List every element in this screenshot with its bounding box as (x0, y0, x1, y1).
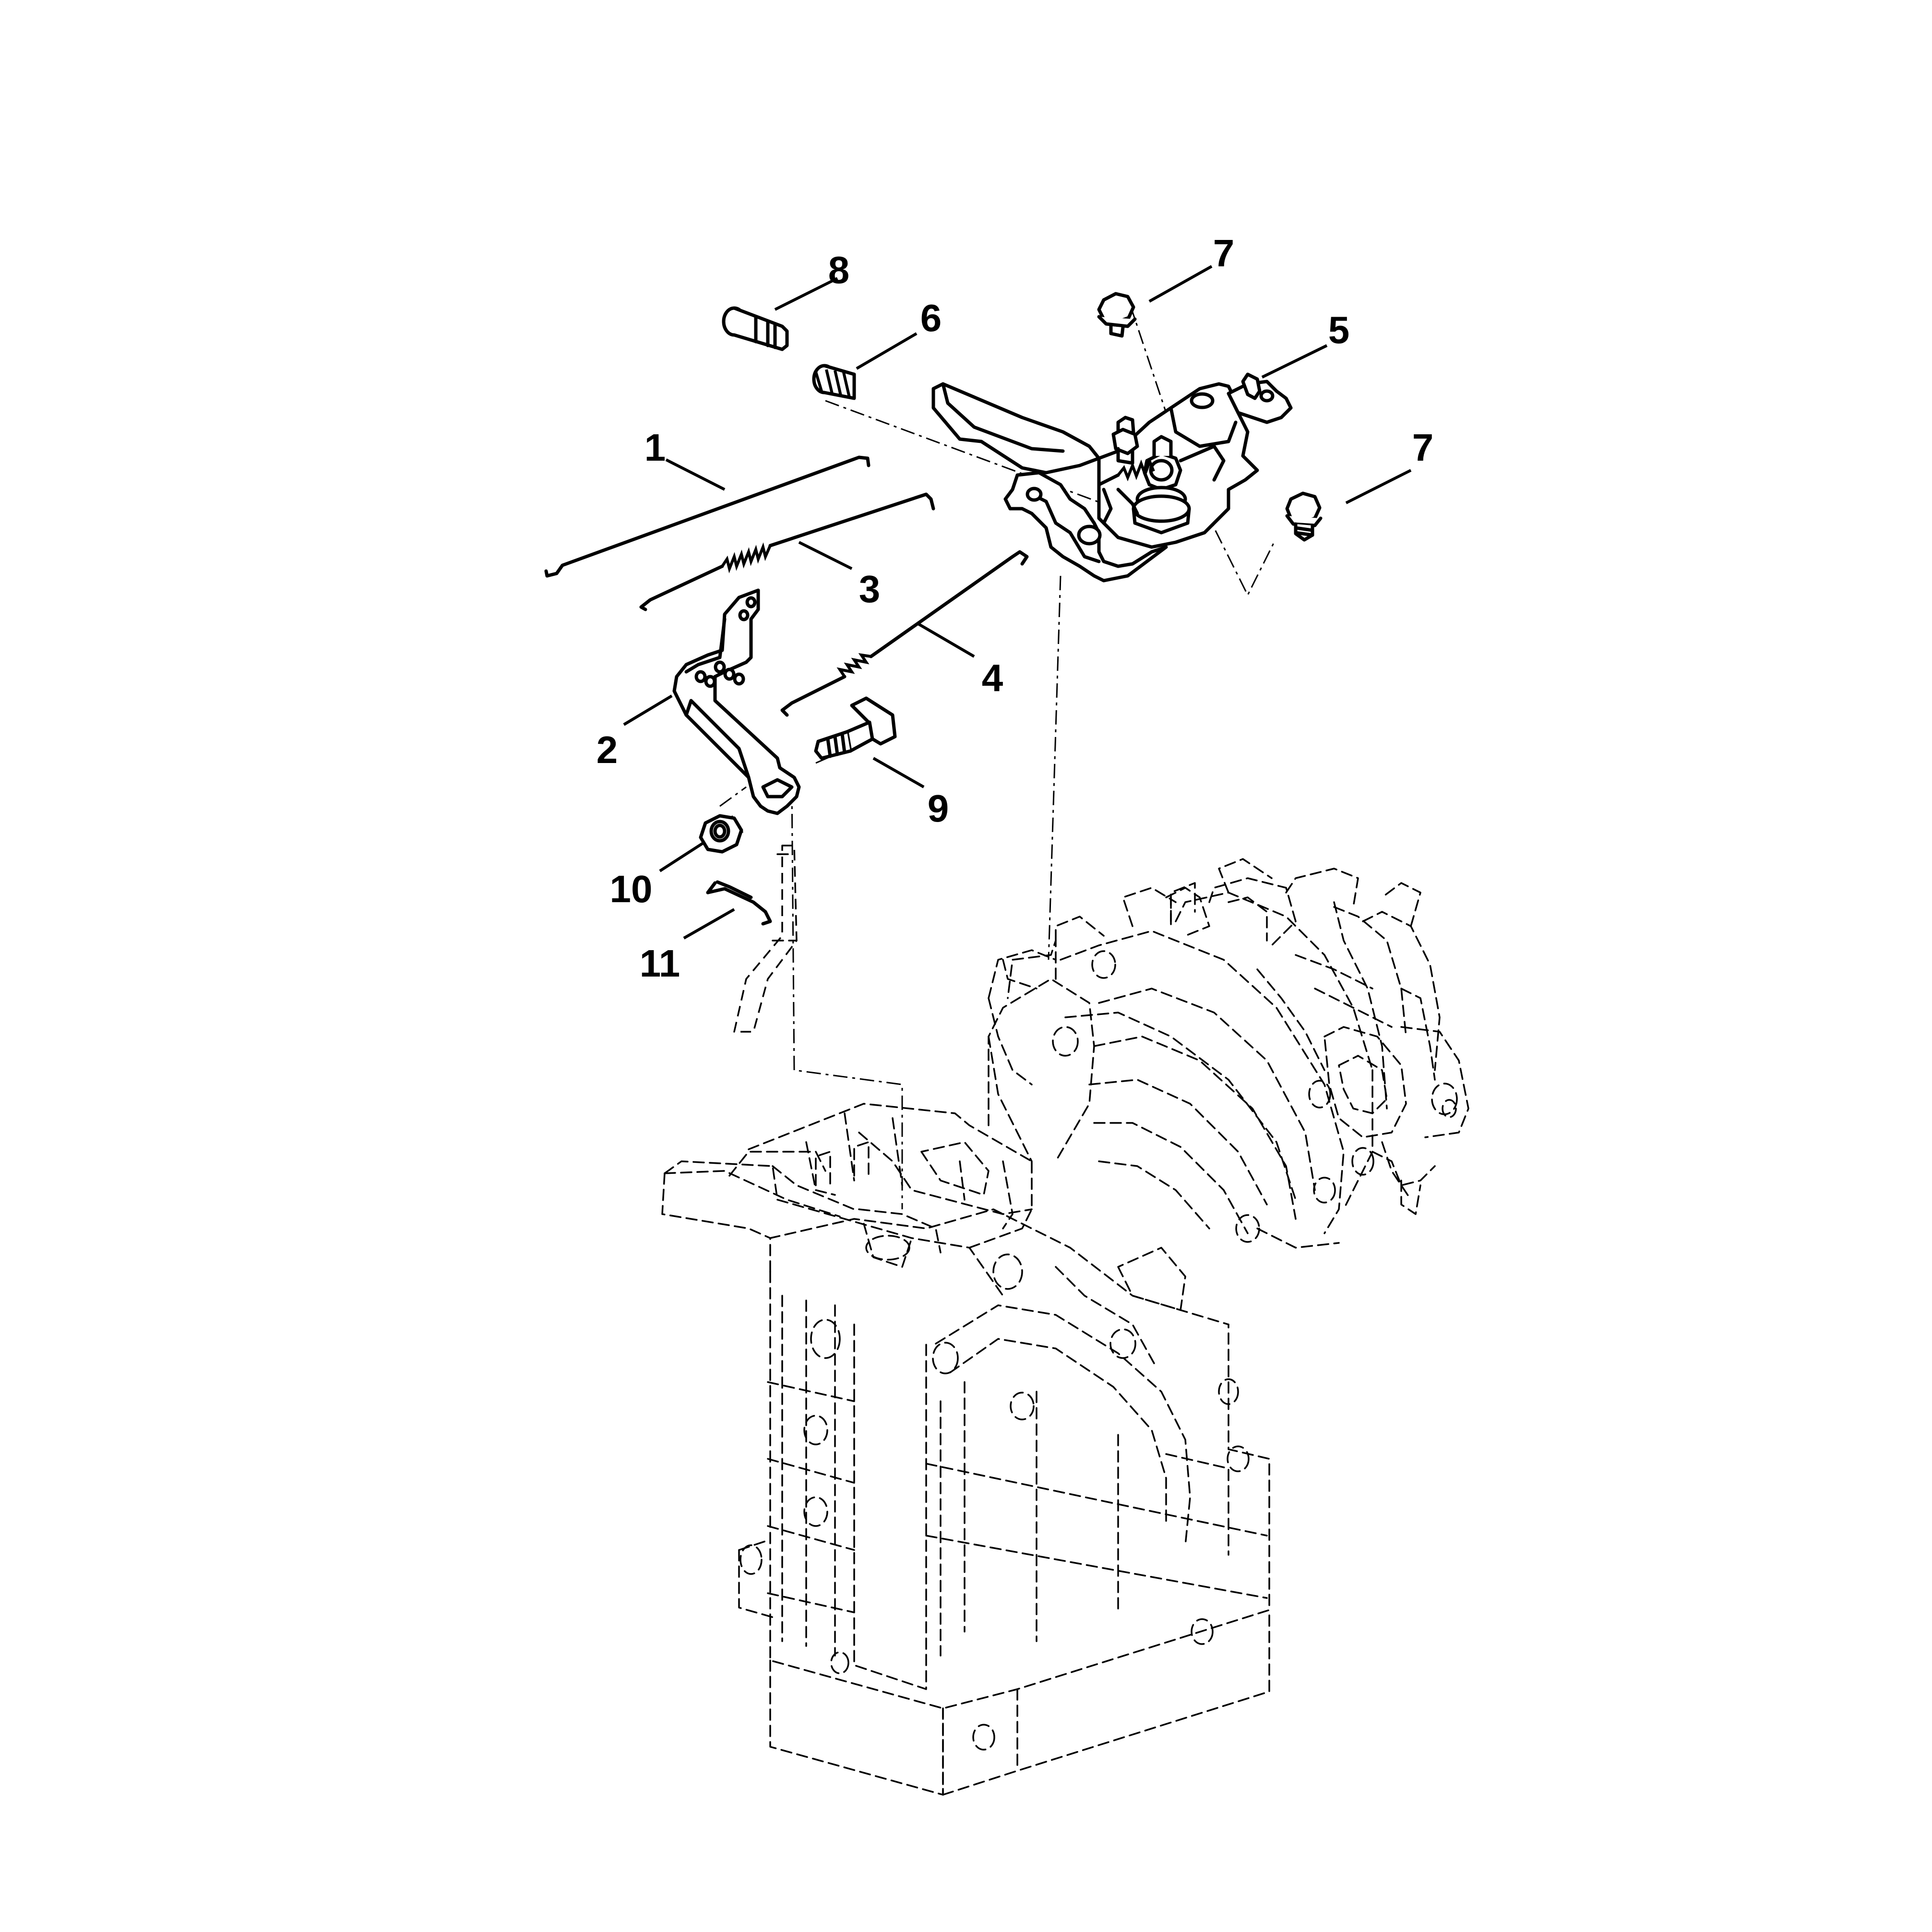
flange-screw (1097, 292, 1137, 338)
callout-7-right: 7 (1412, 426, 1434, 469)
engine-block-phantom (661, 845, 1469, 1796)
spring-clip (706, 880, 772, 926)
leader-lines (623, 265, 1412, 940)
alignment-lines (719, 304, 1275, 1209)
callout-3: 3 (859, 568, 881, 610)
callout-2: 2 (596, 728, 618, 771)
callout-6: 6 (920, 297, 942, 339)
control-bracket (931, 372, 1293, 583)
callout-8: 8 (828, 249, 850, 291)
governor-lever (672, 588, 801, 815)
callout-7-top: 7 (1213, 232, 1235, 274)
compression-spring (812, 364, 856, 400)
callout-11: 11 (640, 942, 680, 985)
callout-5: 5 (1328, 309, 1350, 351)
callout-9: 9 (928, 787, 949, 830)
shoulder-bolt (722, 306, 789, 351)
return-spring (780, 550, 1029, 717)
callout-4: 4 (982, 656, 1003, 699)
throttle-rod (544, 455, 871, 578)
governor-spring (639, 492, 935, 611)
callout-10: 10 (610, 868, 653, 910)
flange-screw-right (1285, 491, 1323, 542)
callout-1: 1 (644, 426, 666, 469)
hex-flange-nut (699, 814, 743, 854)
clamp-bolt (814, 696, 897, 760)
callout-labels: 8 6 7 5 7 1 3 4 2 9 10 11 (596, 232, 1434, 985)
